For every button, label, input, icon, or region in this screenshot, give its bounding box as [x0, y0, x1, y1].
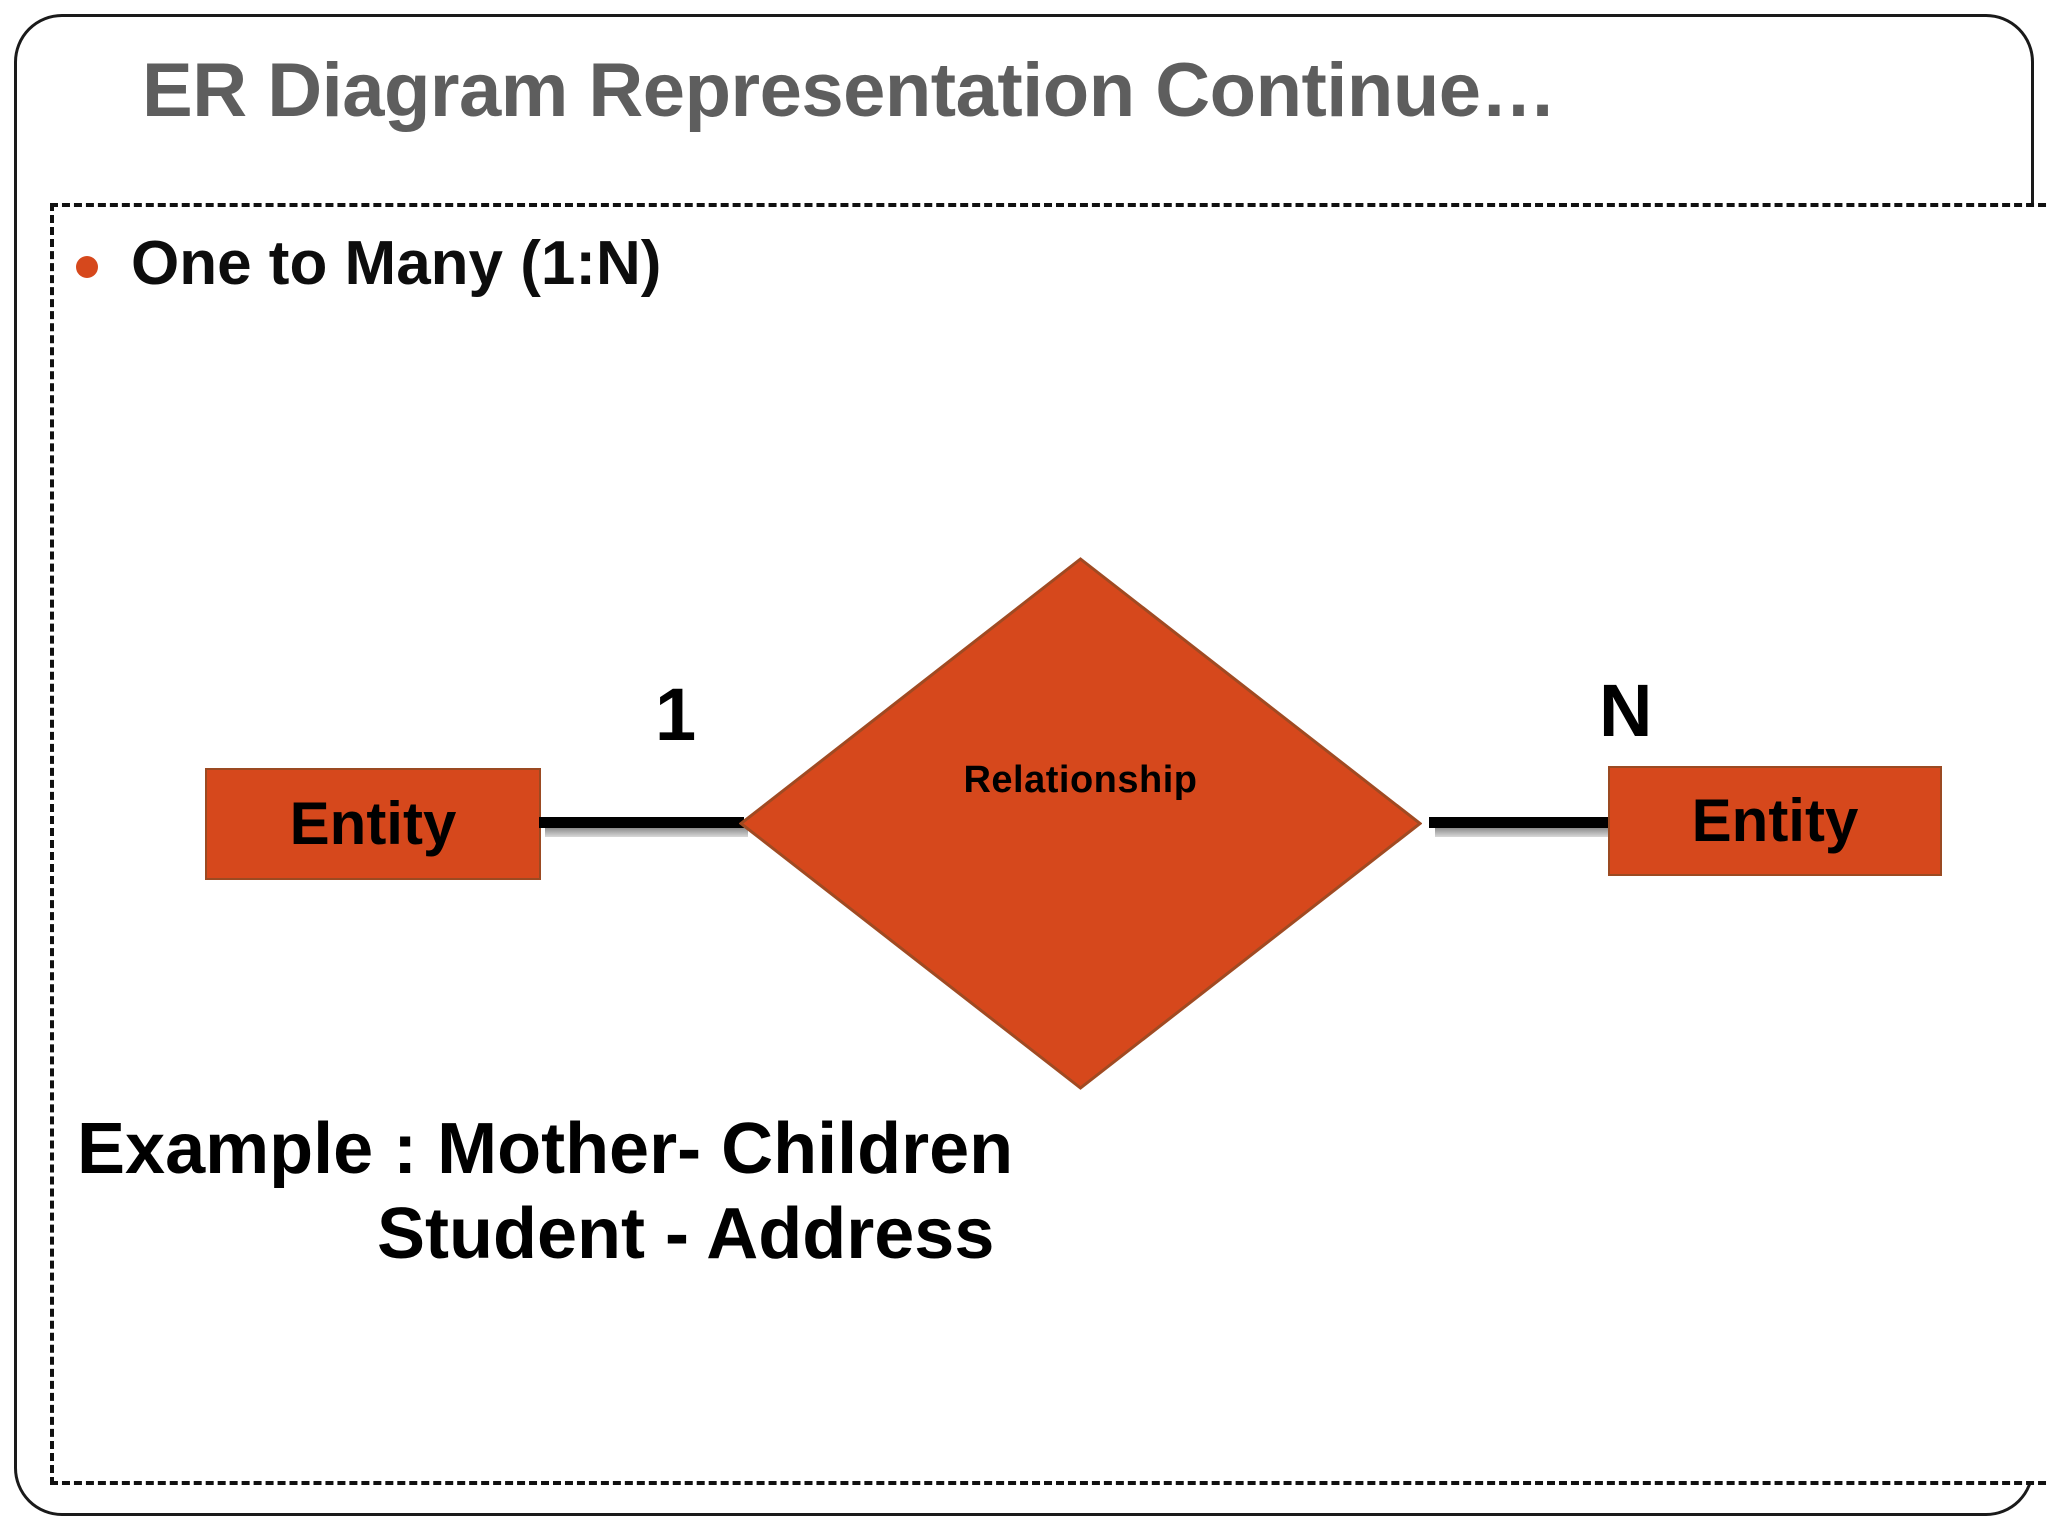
- slide-frame: ER Diagram Representation Continue… One …: [14, 14, 2048, 1516]
- bullet-dot-icon: [76, 256, 98, 278]
- connector-line-right: [1429, 817, 1623, 837]
- er-diagram: 1 N Entity Relationship Entity: [54, 207, 2048, 1481]
- bullet-item-one-to-many: One to Many (1:N): [76, 233, 661, 295]
- entity-box-left[interactable]: Entity: [205, 768, 541, 880]
- example-block: Example : Mother- Children Student - Add…: [77, 1107, 1977, 1277]
- example-line-student-address: Student - Address: [377, 1193, 995, 1274]
- cardinality-label-one: 1: [655, 673, 697, 756]
- page-title: ER Diagram Representation Continue…: [142, 48, 1557, 133]
- content-area: One to Many (1:N) 1 N Entity Relationshi…: [50, 203, 2048, 1485]
- bullet-item-label: One to Many (1:N): [131, 229, 662, 298]
- example-line-mother-children: Example : Mother- Children: [77, 1109, 1014, 1189]
- relationship-diamond[interactable]: [739, 557, 1422, 1090]
- connector-line-left: [539, 817, 748, 837]
- cardinality-label-many: N: [1599, 669, 1653, 752]
- entity-box-right[interactable]: Entity: [1608, 766, 1942, 876]
